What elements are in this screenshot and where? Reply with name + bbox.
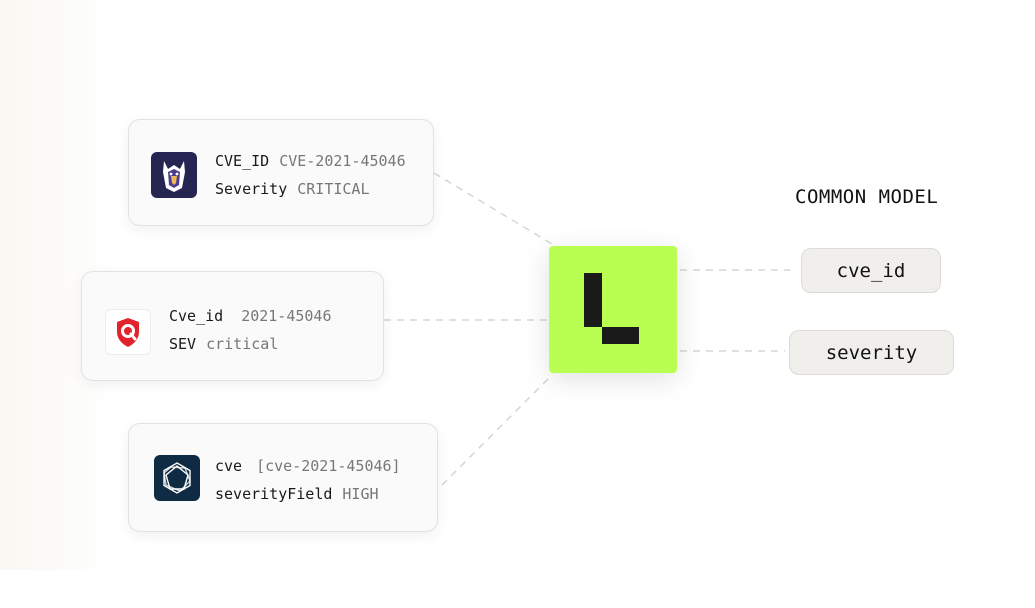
field-key: severityField bbox=[215, 485, 333, 503]
source-2-field-2: SEV critical bbox=[169, 335, 278, 353]
common-model-title: COMMON MODEL bbox=[795, 186, 939, 208]
source-card-1: CVE_ID CVE-2021-45046 Severity CRITICAL bbox=[128, 119, 434, 226]
source-3-field-2: severityField HIGH bbox=[215, 485, 379, 503]
hexagon-mesh-icon bbox=[154, 455, 200, 501]
field-key: CVE_ID bbox=[215, 152, 270, 170]
model-field-cve-id: cve_id bbox=[801, 248, 941, 293]
source-card-3: cve [cve-2021-45046] severityField HIGH bbox=[128, 423, 438, 532]
qualys-shield-icon bbox=[105, 309, 151, 355]
field-key: cve bbox=[215, 457, 243, 475]
model-field-severity: severity bbox=[789, 330, 954, 375]
source-1-field-2: Severity CRITICAL bbox=[215, 180, 370, 198]
field-value: critical bbox=[206, 335, 279, 353]
connector-source-1 bbox=[433, 172, 553, 245]
field-value: HIGH bbox=[342, 485, 379, 503]
field-key: Cve_id bbox=[169, 307, 224, 325]
field-value: 2021-45046 bbox=[241, 307, 332, 325]
background-bottom bbox=[0, 570, 1035, 608]
source-3-field-1: cve [cve-2021-45046] bbox=[215, 457, 401, 475]
field-key: SEV bbox=[169, 335, 197, 353]
source-1-field-1: CVE_ID CVE-2021-45046 bbox=[215, 152, 406, 170]
source-card-2: Cve_id 2021-45046 SEV critical bbox=[81, 271, 384, 381]
kubernetes-guard-icon bbox=[151, 152, 197, 198]
field-value: CRITICAL bbox=[297, 180, 370, 198]
hub-logo bbox=[549, 246, 677, 373]
field-value: CVE-2021-45046 bbox=[279, 152, 406, 170]
field-value: [cve-2021-45046] bbox=[256, 457, 401, 475]
l-letter-logo-icon bbox=[584, 273, 639, 344]
connector-source-3 bbox=[441, 374, 553, 486]
source-2-field-1: Cve_id 2021-45046 bbox=[169, 307, 332, 325]
field-key: Severity bbox=[215, 180, 288, 198]
